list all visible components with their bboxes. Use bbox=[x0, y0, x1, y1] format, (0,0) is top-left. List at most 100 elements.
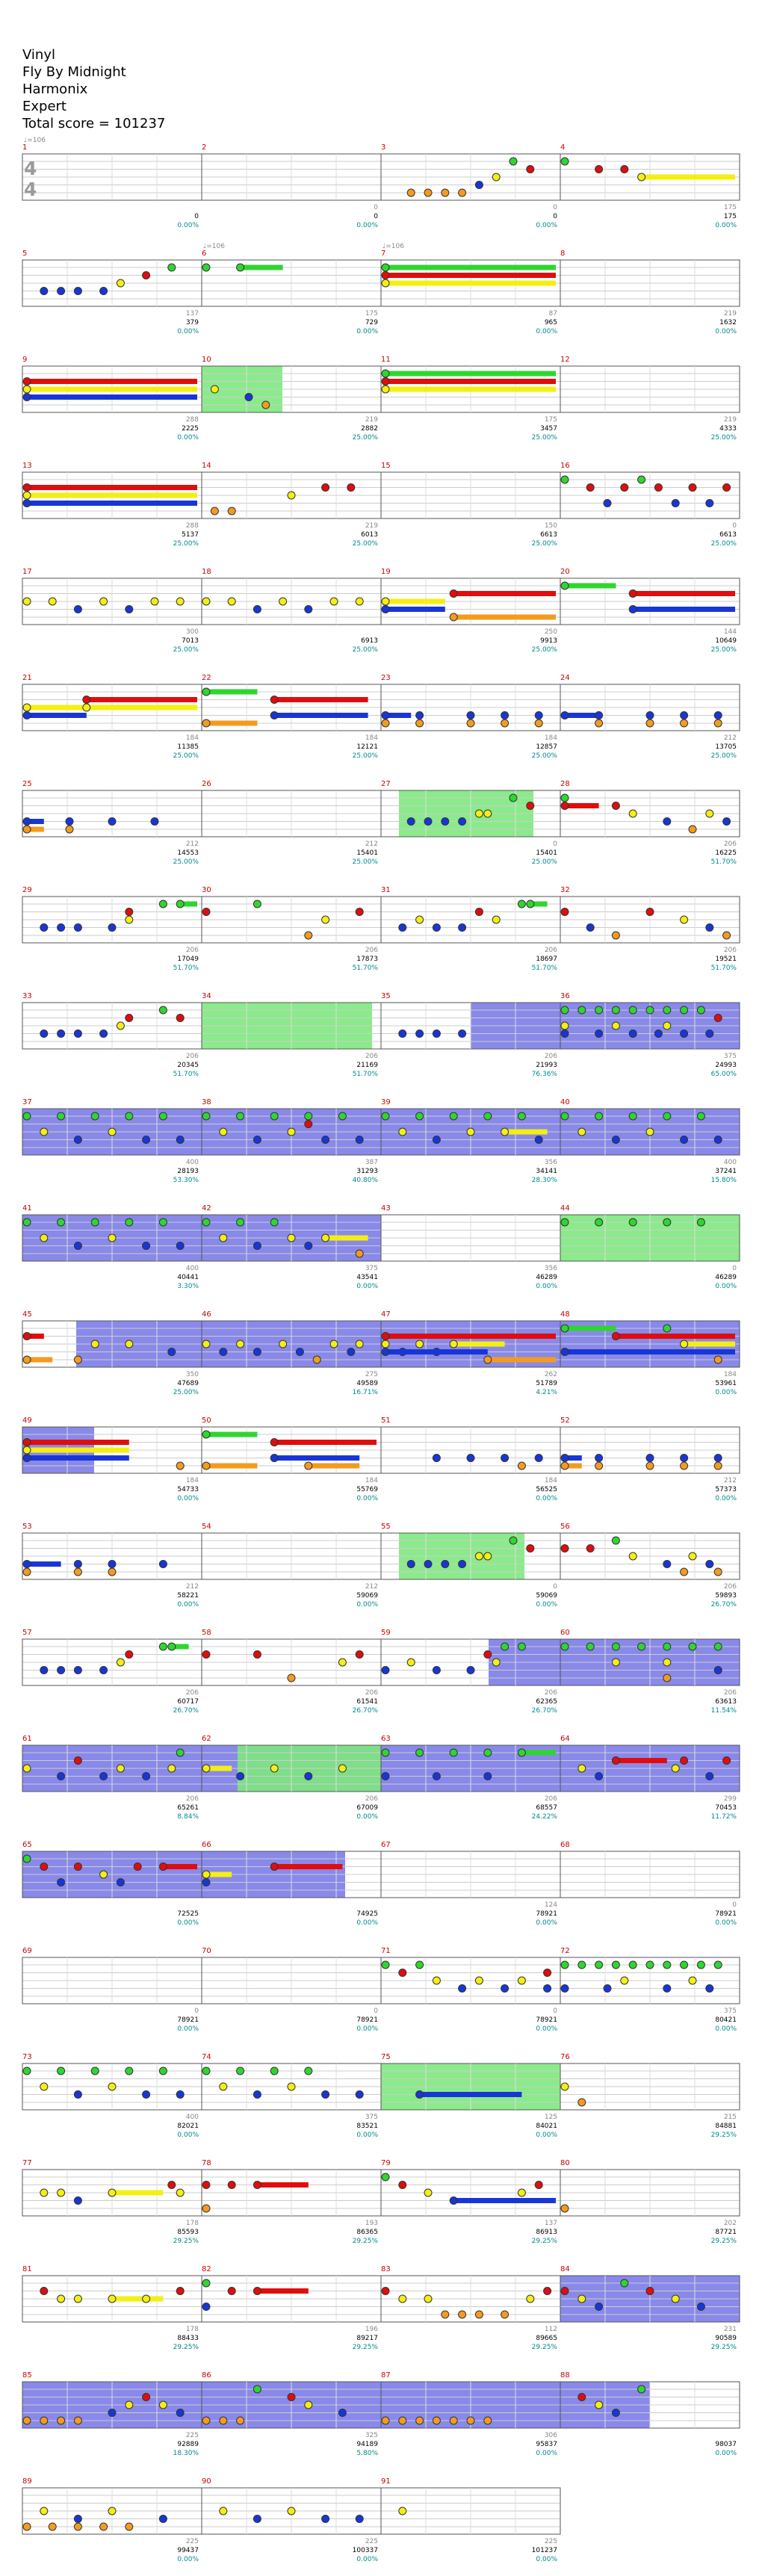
red-note bbox=[381, 377, 390, 386]
yellow-note bbox=[108, 2507, 117, 2515]
measure-number: 54 bbox=[202, 1523, 211, 1531]
measure-points: 87 bbox=[549, 310, 557, 318]
measure-percent: 25.00% bbox=[173, 752, 199, 760]
blue-note bbox=[449, 2196, 458, 2205]
blue-note bbox=[474, 181, 483, 189]
yellow-note bbox=[329, 1340, 338, 1349]
measure-score: 95837 bbox=[536, 2441, 557, 2448]
blue-note bbox=[458, 1560, 467, 1568]
red-note bbox=[227, 2181, 236, 2189]
orange-note bbox=[210, 507, 219, 515]
blue-note bbox=[705, 1030, 714, 1038]
green-note bbox=[57, 1218, 66, 1227]
measure-points: 206 bbox=[545, 1053, 557, 1060]
yellow-note bbox=[40, 2188, 49, 2197]
measure-score: 19521 bbox=[715, 956, 737, 963]
yellow-note bbox=[236, 1340, 245, 1349]
blue-note bbox=[424, 817, 433, 826]
orange-note bbox=[415, 719, 424, 728]
blue-note bbox=[432, 1030, 441, 1038]
green-note bbox=[637, 475, 646, 484]
red-note bbox=[270, 1438, 279, 1446]
green-note bbox=[338, 1112, 347, 1121]
measure-points: 206 bbox=[365, 947, 378, 954]
measure-score: 175 bbox=[724, 213, 737, 220]
yellow-note bbox=[202, 1764, 211, 1773]
blue-note bbox=[108, 1560, 117, 1568]
yellow-note bbox=[150, 597, 159, 606]
red-note bbox=[560, 1544, 569, 1552]
blue-note bbox=[142, 1772, 151, 1780]
measure-number: 67 bbox=[381, 1841, 391, 1849]
measure-score: 83521 bbox=[356, 2123, 378, 2130]
measure-percent: 15.80% bbox=[711, 1177, 737, 1184]
orange-note bbox=[57, 2416, 66, 2425]
green-note bbox=[158, 1218, 167, 1227]
orange-note bbox=[125, 2522, 134, 2531]
measure-number: 58 bbox=[202, 1629, 211, 1637]
measure-score: 20345 bbox=[177, 1062, 199, 1069]
measure-score: 61541 bbox=[356, 1698, 378, 1706]
blue-note bbox=[22, 817, 31, 826]
orange-note bbox=[22, 1567, 31, 1576]
measure-score: 16225 bbox=[715, 849, 737, 857]
yellow-note bbox=[279, 597, 288, 606]
yellow-note bbox=[108, 2188, 117, 2197]
yellow-note bbox=[321, 1233, 330, 1242]
blue-note bbox=[270, 711, 279, 719]
red-note bbox=[474, 908, 483, 916]
green-note bbox=[202, 687, 211, 696]
yellow-note bbox=[474, 1976, 483, 1985]
blue-note bbox=[40, 1030, 49, 1038]
measure-points: 219 bbox=[365, 522, 378, 530]
blue-note bbox=[595, 1030, 604, 1038]
measure-score: 0 bbox=[194, 213, 199, 220]
blue-sustain bbox=[565, 1349, 735, 1354]
green-note bbox=[125, 1112, 134, 1121]
green-note bbox=[509, 793, 518, 802]
measure-number: 9 bbox=[22, 356, 27, 364]
yellow-note bbox=[22, 703, 31, 712]
blue-note bbox=[705, 1984, 714, 1993]
blue-note bbox=[73, 2196, 82, 2205]
measure-percent: 65.00% bbox=[711, 1071, 737, 1078]
yellow-note bbox=[398, 1127, 407, 1136]
measure-score: 13705 bbox=[715, 743, 737, 751]
green-sustain bbox=[171, 1644, 189, 1650]
red-note bbox=[526, 165, 535, 173]
green-sustain bbox=[206, 1431, 258, 1437]
measure-points: 206 bbox=[365, 1689, 378, 1697]
yellow-note bbox=[492, 173, 501, 182]
measure-number: 62 bbox=[202, 1735, 211, 1743]
yellow-note bbox=[321, 915, 330, 924]
measure-points: 144 bbox=[724, 628, 737, 636]
measure-number: 61 bbox=[22, 1735, 32, 1743]
measure-number: 74 bbox=[202, 2053, 211, 2061]
measure-score: 6913 bbox=[361, 637, 378, 645]
yellow-note bbox=[116, 279, 125, 288]
blue-note bbox=[73, 2090, 82, 2099]
measure-percent: 25.00% bbox=[532, 752, 558, 760]
blue-note bbox=[560, 1348, 569, 1356]
measure-points: 206 bbox=[365, 1053, 378, 1060]
orange-note bbox=[663, 1674, 672, 1682]
measure-percent: 0.00% bbox=[177, 2025, 199, 2033]
measure-score: 85593 bbox=[177, 2229, 199, 2236]
measure-score: 92889 bbox=[177, 2441, 199, 2448]
blue-note bbox=[22, 1560, 31, 1568]
green-note bbox=[158, 1642, 167, 1651]
measure-points: 375 bbox=[724, 1053, 737, 1060]
measure-number: 63 bbox=[381, 1735, 391, 1743]
